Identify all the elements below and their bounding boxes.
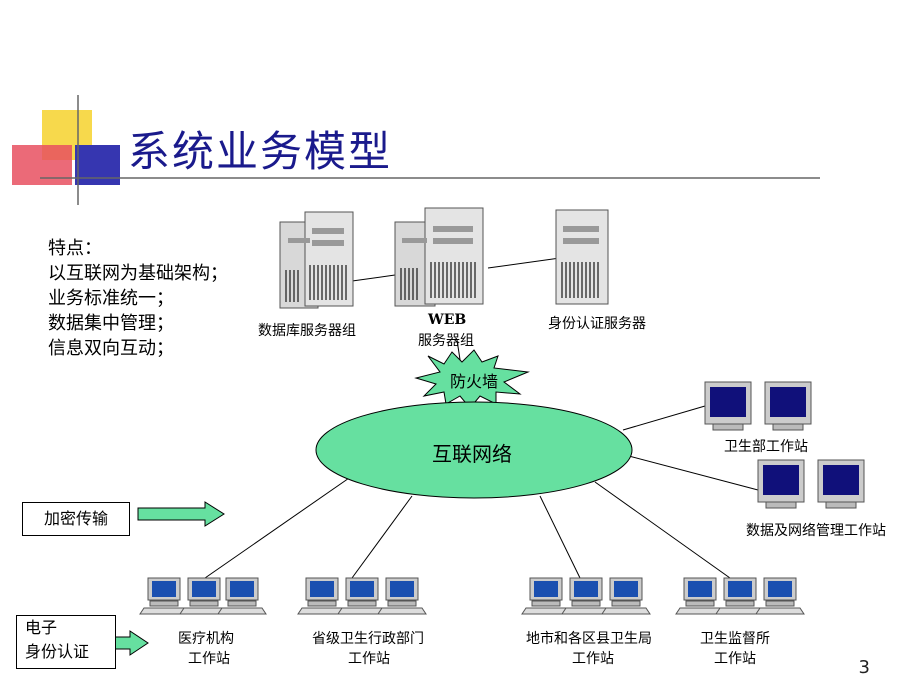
auth-arrow <box>112 630 149 656</box>
encryption-box: 加密传输 <box>22 502 130 536</box>
db-server-group-icon <box>279 211 354 309</box>
web-server-group-icon <box>394 207 484 307</box>
firewall-shape <box>414 349 530 409</box>
encryption-arrow <box>137 501 225 527</box>
title-decoration <box>12 95 820 205</box>
monitor-icons-right <box>704 381 865 509</box>
station-label-province-line1: 省级卫生行政部门 <box>312 631 424 647</box>
workstation-pc-icon <box>377 577 427 615</box>
digital-auth-label-line2: 身份认证 <box>25 642 90 661</box>
page-title: 系统业务模型 <box>128 127 393 176</box>
workstation-pc-icon <box>217 577 267 615</box>
features-heading: 特点： <box>48 238 102 259</box>
auth-server-label: 身份认证服务器 <box>548 316 646 332</box>
page-number: 3 <box>858 657 870 678</box>
station-label-medical-line2: 工作站 <box>188 651 230 667</box>
encryption-label: 加密传输 <box>43 509 108 528</box>
web-server-label-line2: 服务器组 <box>418 333 474 349</box>
feature-item: 信息双向互动； <box>48 338 174 359</box>
features-list: 特点： 以互联网为基础架构； 业务标准统一； 数据集中管理； 信息双向互动； <box>48 236 228 361</box>
network-label: 互联网络 <box>432 442 512 466</box>
web-server-label-line1: WEB <box>428 312 467 328</box>
db-server-label: 数据库服务器组 <box>258 323 356 339</box>
station-label-supervision-line2: 工作站 <box>714 651 756 667</box>
workstation-pc-icon <box>139 577 189 615</box>
workstation-pc-icon <box>521 577 571 615</box>
station-label-province-line2: 工作站 <box>348 651 390 667</box>
workstation-pc-icon <box>179 577 229 615</box>
workstation-icons-bottom <box>139 577 805 615</box>
station-label-medical-line1: 医疗机构 <box>178 631 234 647</box>
health-dept-station-label: 卫生部工作站 <box>724 439 808 455</box>
feature-item: 以互联网为基础架构； <box>48 263 228 284</box>
workstation-pc-icon <box>297 577 347 615</box>
firewall-label: 防火墙 <box>450 372 499 391</box>
feature-item: 业务标准统一； <box>48 288 174 309</box>
workstation-pc-icon <box>337 577 387 615</box>
auth-server-icon <box>555 209 609 305</box>
station-label-supervision-line1: 卫生监督所 <box>700 631 770 647</box>
station-label-city-line1: 地市和各区县卫生局 <box>526 631 652 647</box>
feature-item: 数据集中管理； <box>48 313 174 334</box>
workstation-pc-icon <box>561 577 611 615</box>
station-label-city-line2: 工作站 <box>572 651 614 667</box>
workstation-pc-icon <box>715 577 765 615</box>
network-ellipse <box>315 401 633 499</box>
digital-auth-box: 电子 身份认证 <box>16 615 116 669</box>
workstation-pc-icon <box>755 577 805 615</box>
digital-auth-label-line1: 电子 <box>25 618 58 637</box>
workstation-pc-icon <box>675 577 725 615</box>
data-mgmt-station-label: 数据及网络管理工作站 <box>746 523 886 539</box>
workstation-pc-icon <box>601 577 651 615</box>
